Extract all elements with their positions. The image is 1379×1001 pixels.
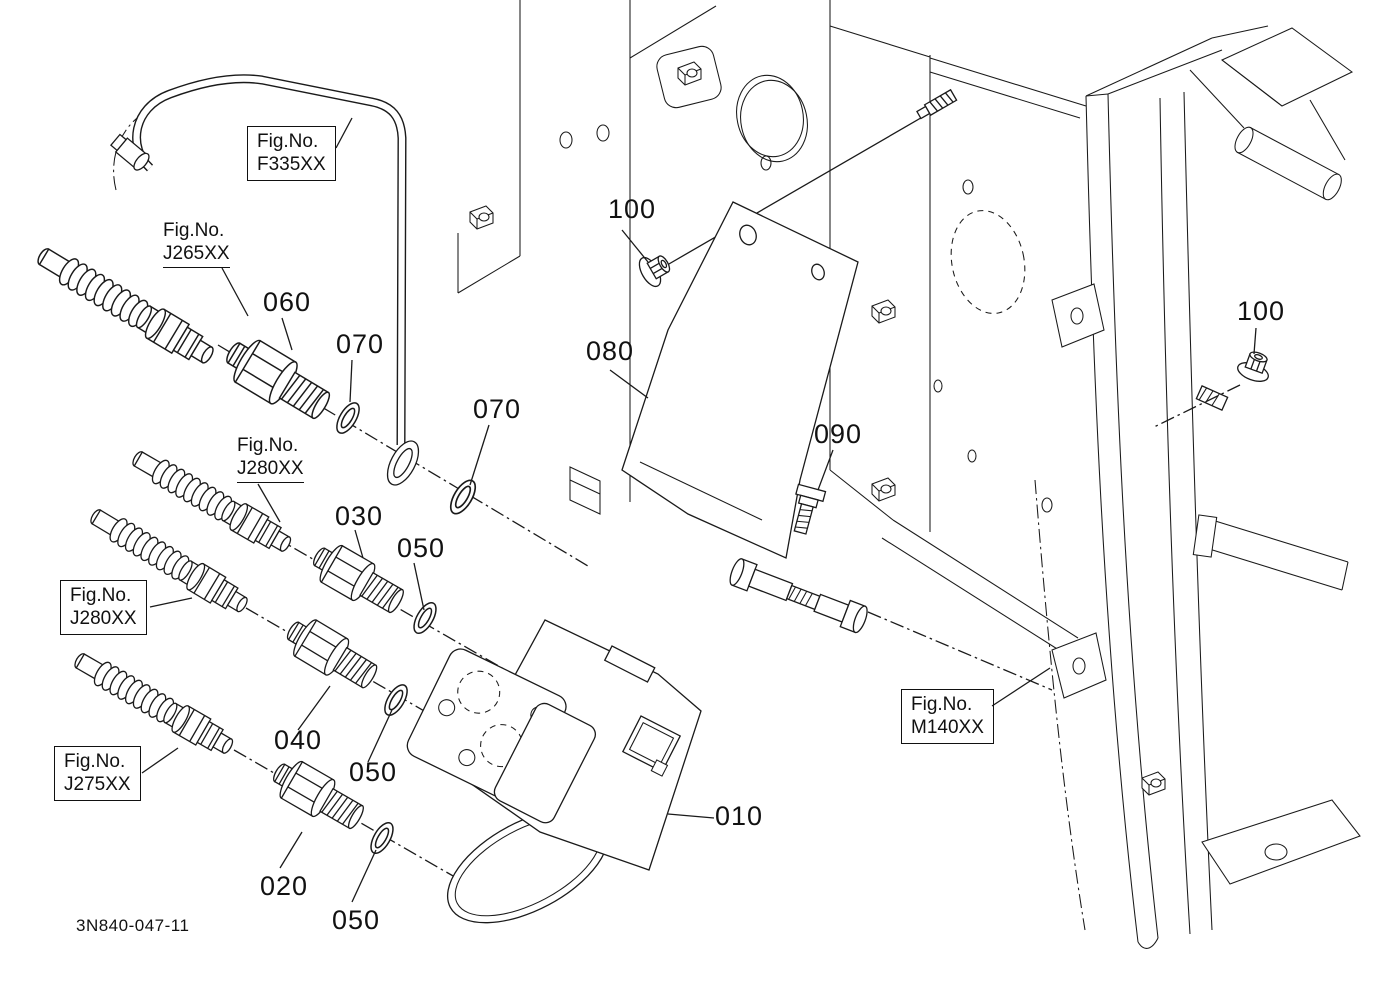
figref-j280-left: Fig.No. J280XX (60, 580, 147, 636)
cross-shaft (729, 558, 868, 634)
adapter-060 (216, 329, 338, 430)
figref-prefix: Fig.No. (70, 585, 132, 606)
adapter-040 (278, 610, 385, 698)
pipe-f335 (110, 74, 420, 486)
callout-050-2: 050 (349, 757, 398, 787)
figref-j265: Fig.No. J265XX (163, 219, 230, 269)
figref-code: M140XX (911, 717, 984, 739)
figref-j275: Fig.No. J275XX (54, 746, 141, 802)
figref-prefix: Fig.No. (163, 220, 225, 241)
drawing-number: 3N840-047-11 (76, 916, 190, 935)
figref-code: F335XX (257, 154, 326, 176)
bracket-080 (621, 89, 1053, 691)
motor-010 (406, 619, 702, 924)
figref-prefix: Fig.No. (64, 751, 126, 772)
oring-050-3 (365, 818, 399, 858)
figref-prefix: Fig.No. (911, 694, 973, 715)
figref-j280-upper: Fig.No. J280XX (237, 434, 304, 484)
oring-070-upper (331, 398, 365, 438)
oring-050-1 (408, 598, 442, 638)
oring-070-lower (445, 475, 481, 519)
callout-050-3: 050 (332, 905, 381, 935)
callout-040: 040 (274, 725, 323, 755)
callout-100-top: 100 (608, 194, 657, 224)
callout-080: 080 (586, 336, 635, 366)
figref-code: J275XX (64, 774, 131, 796)
callout-090: 090 (814, 419, 863, 449)
figref-m140: Fig.No. M140XX (901, 689, 994, 745)
oring-050-2 (379, 680, 413, 720)
callout-100-right: 100 (1237, 296, 1286, 326)
callout-070-lower: 070 (473, 394, 522, 424)
callout-010: 010 (715, 801, 764, 831)
figref-code: J280XX (70, 608, 137, 630)
callout-030: 030 (335, 501, 384, 531)
callout-060: 060 (263, 287, 312, 317)
frame-rail-m140 (1034, 25, 1361, 949)
figref-prefix: Fig.No. (237, 435, 299, 456)
callout-020: 020 (260, 871, 309, 901)
adapter-030 (305, 536, 411, 622)
figref-code: J280XX (237, 458, 304, 480)
housing-panels (457, 0, 1087, 653)
callout-050-1: 050 (397, 533, 446, 563)
callout-070-upper: 070 (336, 329, 385, 359)
figref-prefix: Fig.No. (257, 131, 319, 152)
figref-f335: Fig.No. F335XX (247, 126, 336, 182)
figref-code: J265XX (163, 243, 230, 265)
hose-j275 (69, 646, 238, 761)
bolt-090 (793, 483, 827, 535)
leader-lines (141, 117, 1257, 903)
flange-nut-100-right (1151, 347, 1276, 429)
pipe-eye-washer (386, 440, 420, 486)
